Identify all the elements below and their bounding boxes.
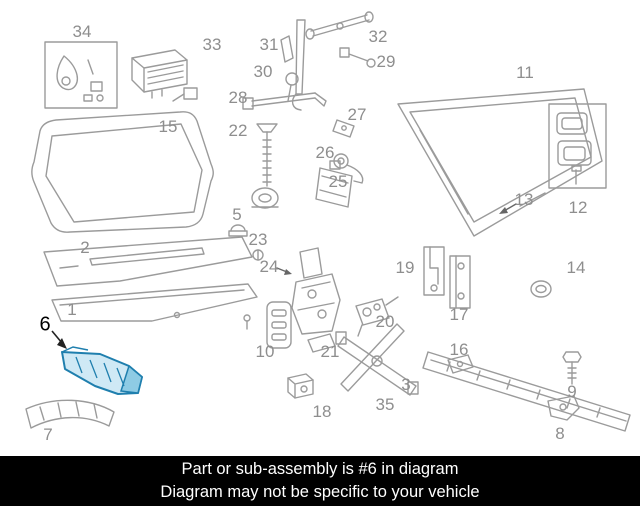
part-label-9: 9 xyxy=(567,382,577,401)
part-label-33: 33 xyxy=(202,35,222,54)
part-6-highlight xyxy=(61,346,143,395)
part-21-drawing xyxy=(307,333,336,353)
part-25-drawing xyxy=(315,160,353,208)
part-17-drawing xyxy=(449,255,471,309)
part-23-drawing xyxy=(252,249,264,261)
part-14-drawing xyxy=(530,280,552,298)
part-label-3: 3 xyxy=(401,375,411,394)
part-label-21: 21 xyxy=(320,342,340,361)
part-30-drawing xyxy=(285,72,299,102)
part-label-28: 28 xyxy=(228,88,248,107)
part-10-drawing xyxy=(266,301,292,349)
part-label-27: 27 xyxy=(347,105,367,124)
part-label-25: 25 xyxy=(328,172,348,191)
part-label-2: 2 xyxy=(80,238,90,257)
part-label-30: 30 xyxy=(253,62,273,81)
part-label-23: 23 xyxy=(248,230,268,249)
part-5-drawing xyxy=(228,224,248,237)
part-label-24: 24 xyxy=(259,257,279,276)
part-label-19: 19 xyxy=(395,258,415,277)
part-label-17: 17 xyxy=(449,305,469,324)
part-34-drawing xyxy=(44,41,118,109)
part-9-drawing xyxy=(562,351,582,385)
part-label-29: 29 xyxy=(376,52,396,71)
part-22-drawing xyxy=(251,123,279,209)
part-label-5: 5 xyxy=(232,205,242,224)
banner-line-2: Diagram may not be specific to your vehi… xyxy=(160,483,480,501)
part-label-10: 10 xyxy=(255,342,275,361)
part-7-drawing xyxy=(25,399,115,429)
part-15-drawing xyxy=(31,111,214,233)
part-28-drawing xyxy=(242,92,327,110)
part-12-drawing xyxy=(548,103,607,189)
part-2-drawing xyxy=(43,236,253,287)
part-label-32: 32 xyxy=(368,27,388,46)
part-20-drawing xyxy=(355,296,399,337)
footnote-banner: Part or sub-assembly is #6 in diagram Di… xyxy=(0,456,640,506)
part-label-35: 35 xyxy=(375,395,395,414)
part-label-13: 13 xyxy=(514,190,534,209)
part-13-arrow xyxy=(499,203,517,214)
hinge-assembly-drawing xyxy=(291,247,341,335)
part-33-drawing xyxy=(131,49,198,102)
part-35-drawing xyxy=(335,323,419,396)
part-6-arrow xyxy=(51,330,67,349)
part-19-drawing xyxy=(423,246,445,296)
part-label-11: 11 xyxy=(516,63,534,82)
part-3-drawing xyxy=(422,351,631,432)
part-24-arrow xyxy=(276,267,292,275)
banner-line-1: Part or sub-assembly is #6 in diagram xyxy=(181,460,459,478)
part-label-20: 20 xyxy=(375,312,395,331)
part-label-22: 22 xyxy=(228,121,248,140)
part-8-drawing xyxy=(547,395,580,421)
part-label-7: 7 xyxy=(43,425,53,444)
part-label-16: 16 xyxy=(449,340,469,359)
part-label-1: 1 xyxy=(67,300,77,319)
part-1-drawing xyxy=(51,283,258,322)
part-label-31: 31 xyxy=(259,35,279,54)
part-label-18: 18 xyxy=(312,402,332,421)
part-label-14: 14 xyxy=(566,258,586,277)
part-29-drawing xyxy=(339,47,376,68)
part-label-34: 34 xyxy=(72,22,92,41)
part-label-6-highlighted: 6 xyxy=(39,313,51,336)
part-27-drawing xyxy=(332,119,355,138)
part-32-drawing xyxy=(305,11,374,40)
part-label-26: 26 xyxy=(315,143,335,162)
screw-drawing xyxy=(243,314,251,330)
part-label-8: 8 xyxy=(555,424,565,443)
part-label-12: 12 xyxy=(568,198,588,217)
part-label-15: 15 xyxy=(158,117,178,136)
part-18-drawing xyxy=(287,373,314,399)
